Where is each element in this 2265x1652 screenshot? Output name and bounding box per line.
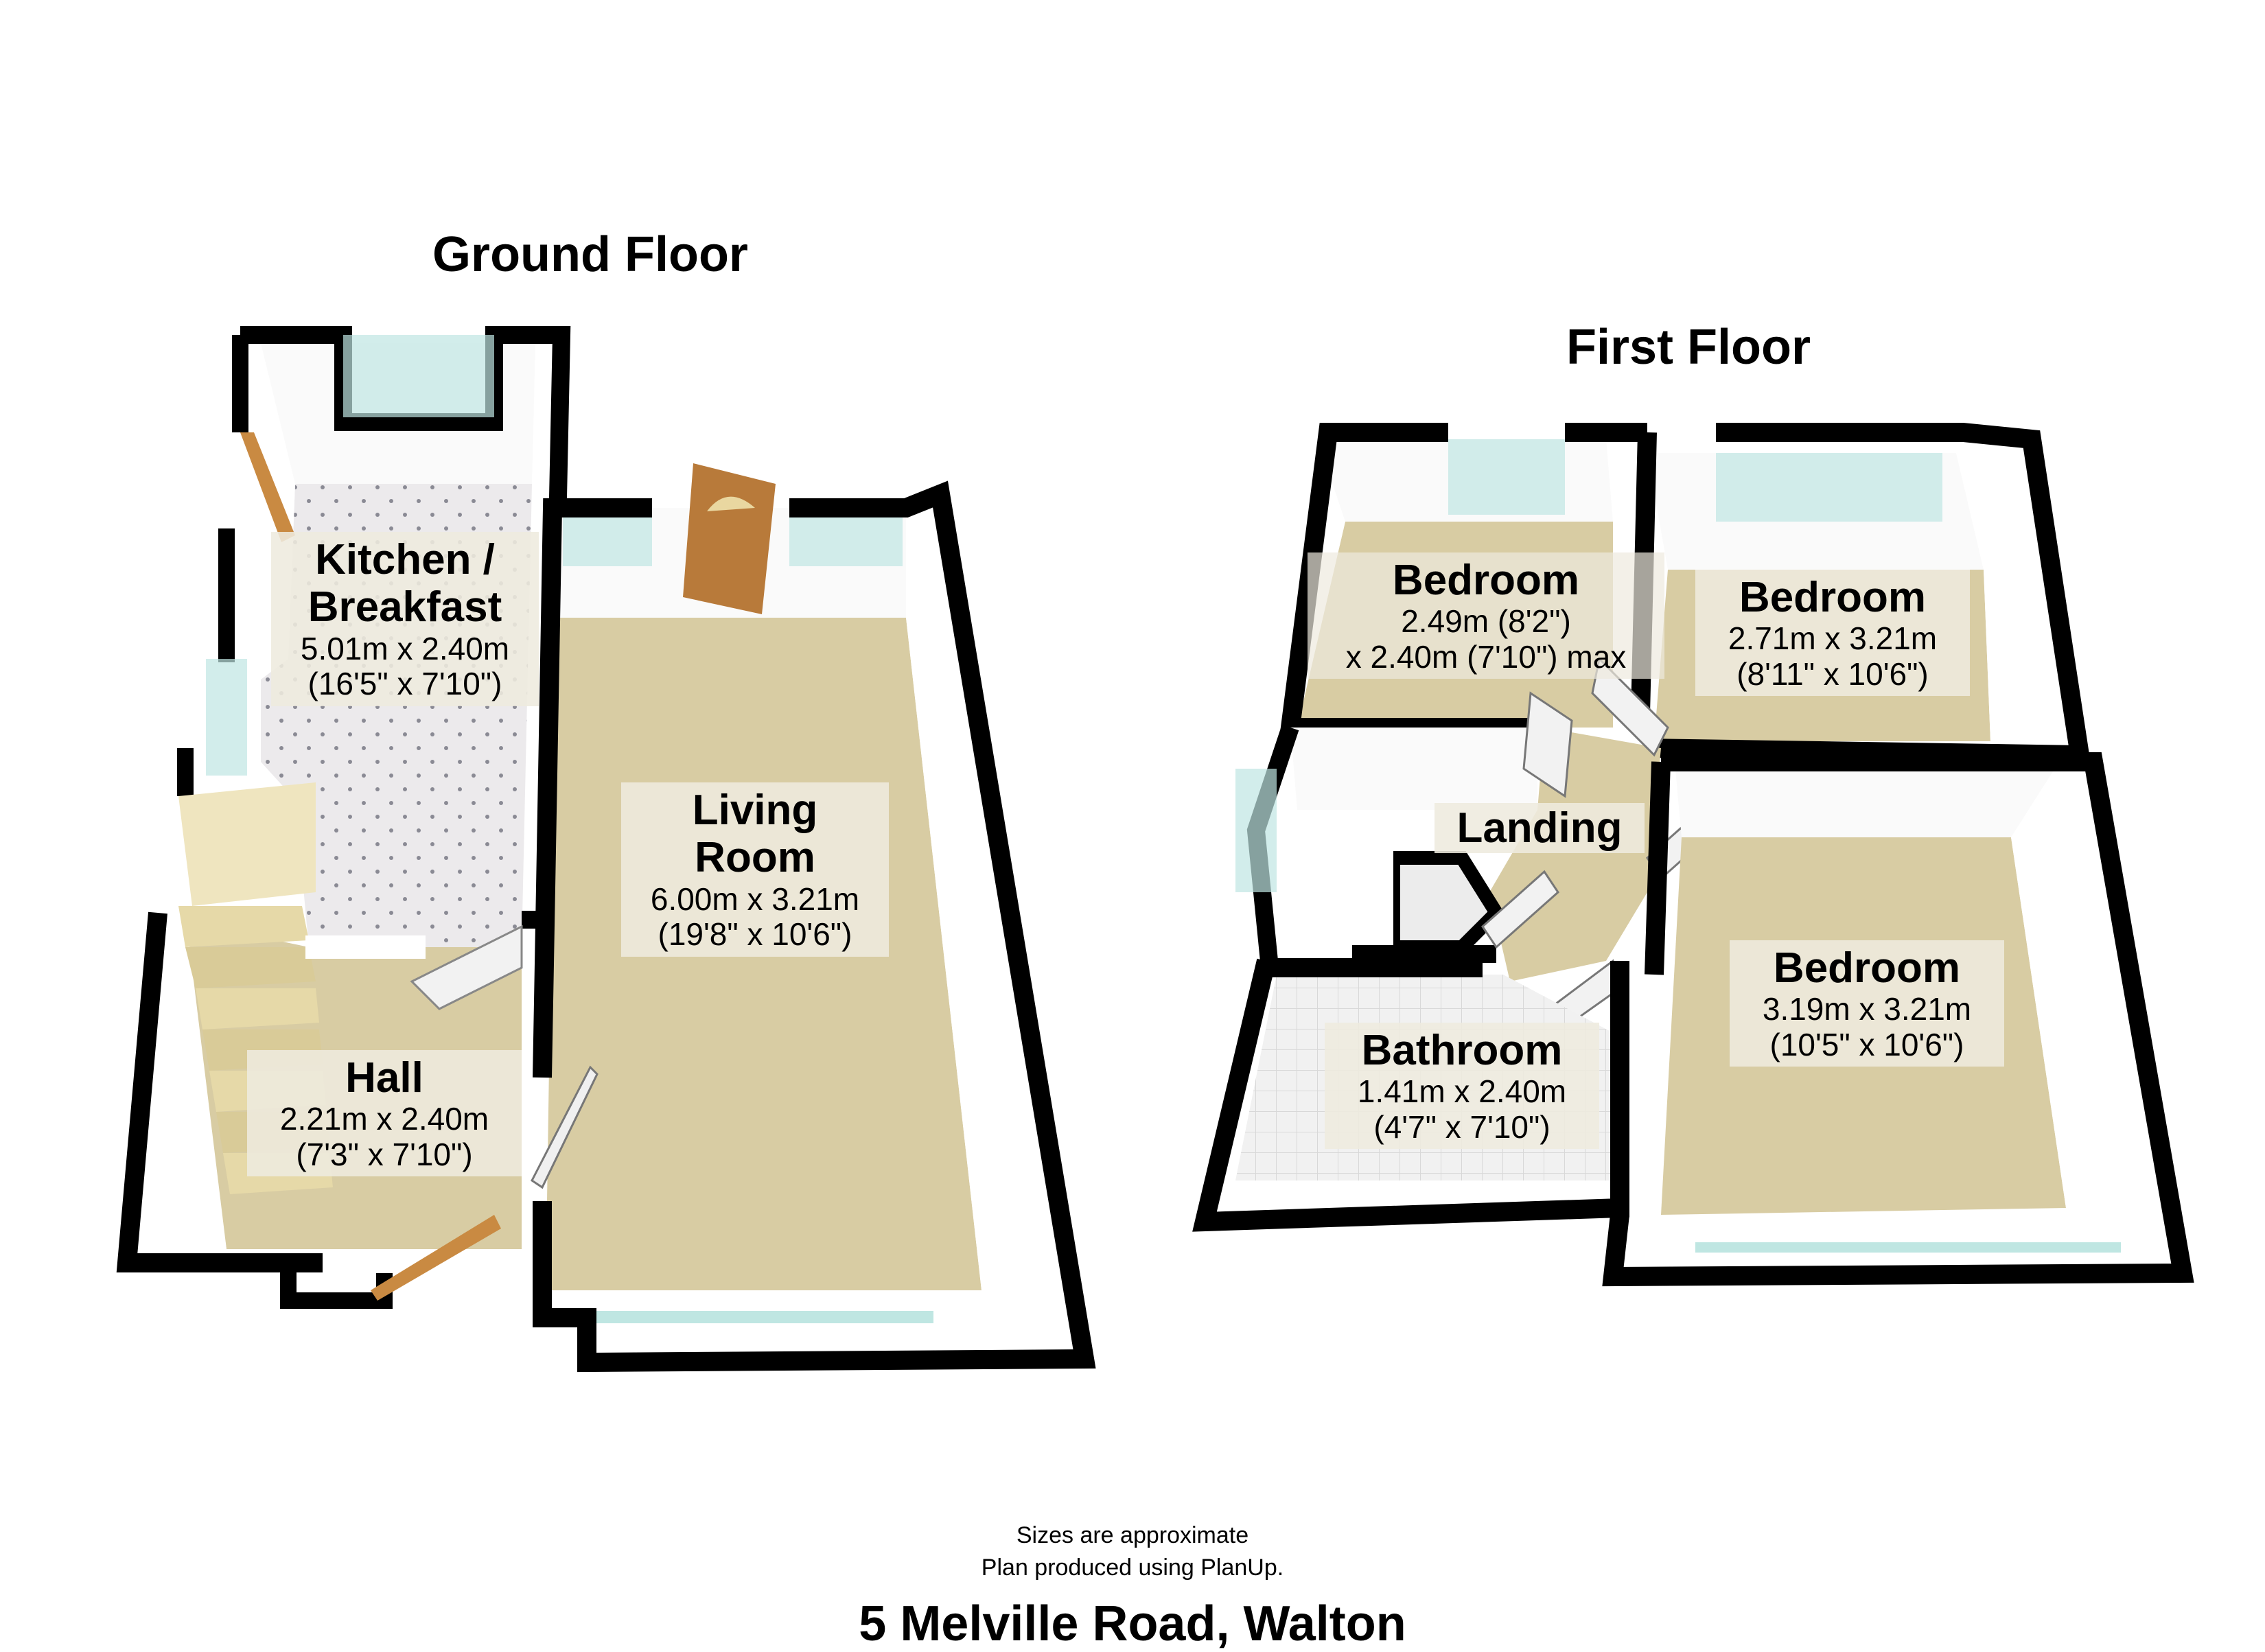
kitchen-dims: 5.01m x 2.40m (16'5" x 7'10") — [300, 630, 510, 702]
hall-dims: 2.21m x 2.40m (7'3" x 7'10") — [279, 1101, 489, 1172]
ground-floor-title: Ground Floor — [432, 227, 748, 282]
bedroom1-dims: 2.49m (8'2") x 2.40m (7'10") max — [1345, 603, 1627, 675]
living-room-name: Living Room — [692, 787, 818, 882]
bedroom3-wall-right — [2011, 762, 2169, 1263]
living-room-door — [683, 463, 776, 614]
bedroom2-label: Bedroom 2.71m x 3.21m (8'11" x 10'6") — [1695, 570, 1970, 697]
bedroom3-label: Bedroom 3.19m x 3.21m (10'5" x 10'6") — [1730, 940, 2004, 1067]
bathroom-dims: 1.41m x 2.40m (4'7" x 7'10") — [1357, 1073, 1567, 1145]
landing-name: Landing — [1456, 804, 1623, 852]
kitchen-label: Kitchen / Breakfast 5.01m x 2.40m (16'5"… — [271, 532, 539, 706]
kitchen-left-wall — [177, 335, 248, 796]
kitchen-name: Kitchen / Breakfast — [307, 536, 502, 631]
living-room-label: Living Room 6.00m x 3.21m (19'8" x 10'6"… — [621, 782, 889, 957]
living-room-window-front — [583, 1311, 933, 1323]
landing-door-3 — [1481, 870, 1559, 949]
landing-label: Landing — [1434, 803, 1645, 854]
bedroom3-dims: 3.19m x 3.21m (10'5" x 10'6") — [1762, 991, 1972, 1062]
living-room-outline-wall — [533, 480, 1096, 1373]
bedroom2-window — [1716, 453, 1942, 522]
bedroom1-name: Bedroom — [1392, 557, 1580, 604]
kitchen-side-door — [240, 432, 295, 542]
property-address: 5 Melville Road, Walton — [859, 1596, 1406, 1651]
bedroom1-window — [1448, 439, 1565, 515]
bedroom2-name: Bedroom — [1739, 574, 1927, 621]
sizes-note: Sizes are approximate — [1016, 1522, 1249, 1548]
living-room-inner-door — [531, 1065, 599, 1189]
first-floor-title: First Floor — [1566, 320, 1811, 375]
living-room-window-left — [563, 508, 652, 566]
kitchen-window-side — [206, 659, 247, 776]
living-room-wall-right — [906, 508, 1071, 1325]
bedroom2-wall-right — [1956, 453, 2059, 748]
bedroom1-label: Bedroom 2.49m (8'2") x 2.40m (7'10") max — [1308, 552, 1664, 679]
landing-closet — [1386, 851, 1505, 954]
living-room-window-right — [789, 508, 903, 566]
landing-door-1 — [1522, 691, 1573, 798]
bathroom-outline-wall — [1192, 958, 1629, 1232]
planup-note: Plan produced using PlanUp. — [981, 1555, 1284, 1581]
ground-floor-plan — [116, 326, 1096, 1373]
living-room-dims: 6.00m x 3.21m (19'8" x 10'6") — [650, 881, 860, 953]
bathroom-label: Bathroom 1.41m x 2.40m (4'7" x 7'10") — [1325, 1023, 1599, 1150]
bedroom3-wall-back — [1675, 762, 2059, 837]
hall-front-door — [371, 1215, 501, 1301]
bathroom-window — [1235, 769, 1277, 892]
kitchen-window-back — [343, 335, 494, 417]
bedroom2-dims: 2.71m x 3.21m (8'11" x 10'6") — [1728, 620, 1938, 692]
bathroom-name: Bathroom — [1361, 1027, 1563, 1074]
hall-radiator — [410, 924, 523, 1010]
hall-name: Hall — [345, 1054, 423, 1102]
bedroom3-name: Bedroom — [1773, 944, 1961, 992]
landing-floor — [1489, 728, 1661, 981]
hall-outline-wall — [116, 911, 323, 1272]
landing-wall-left — [1290, 728, 1537, 810]
landing-stair-well — [1263, 810, 1393, 954]
bedroom3-outline-wall — [1602, 752, 2194, 1287]
bedroom3-window — [1695, 1242, 2121, 1253]
landing-door-2 — [1591, 656, 1669, 757]
hall-label: Hall 2.21m x 2.40m (7'3" x 7'10") — [247, 1050, 522, 1177]
